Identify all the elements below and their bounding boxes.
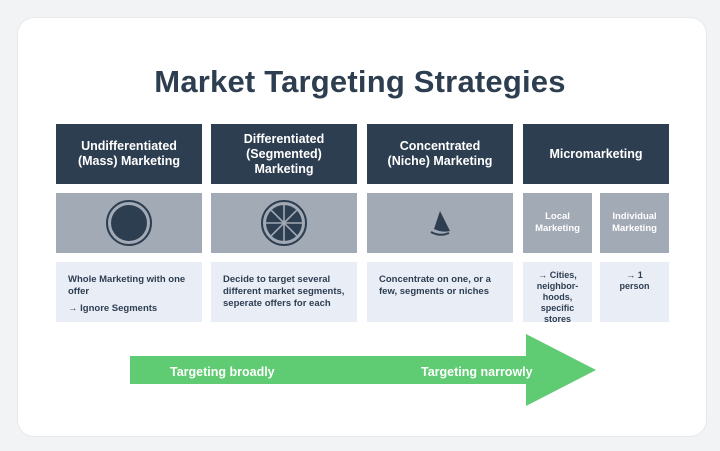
desc-undifferentiated-line-1: Whole Marketing with one offer [68,274,186,297]
header-concentrated: Concentrated (Niche) Marketing [367,124,513,184]
desc-undifferentiated: Whole Marketing with one offer → Ignore … [56,262,202,322]
desc-individual-marketing-text: → 1 person [619,270,650,291]
header-differentiated: Differentiated (Segmented) Marketing [211,124,357,184]
desc-local-marketing-text: → Cities, neighbor- hoods, specific stor… [536,270,579,324]
header-undifferentiated: Undifferentiated (Mass) Marketing [56,124,202,184]
desc-concentrated-line-1: Concentrate on one, or a few, segments o… [379,274,491,297]
targeting-arrow [130,334,596,406]
desc-local-marketing: → Cities, neighbor- hoods, specific stor… [523,262,592,324]
segmented-circle-icon [261,200,307,246]
header-micromarketing: Micromarketing [523,124,669,184]
desc-differentiated-line-1: Decide to target several different marke… [223,274,345,309]
arrow-label-broadly: Targeting broadly [170,365,275,379]
desc-differentiated: Decide to target several different marke… [211,262,357,322]
individual-marketing-label: Individual Marketing [600,193,669,253]
icon-box-differentiated [211,193,357,253]
icon-box-concentrated [367,193,513,253]
local-marketing-label: Local Marketing [523,193,592,253]
targeting-arrow-shape [130,334,596,406]
single-circle-icon [106,200,152,246]
desc-undifferentiated-line-2: → Ignore Segments [68,303,158,314]
icon-box-undifferentiated [56,193,202,253]
arrow-label-narrowly: Targeting narrowly [421,365,533,379]
desc-concentrated: Concentrate on one, or a few, segments o… [367,262,513,322]
desc-individual-marketing: → 1 person [600,262,669,322]
diagram-title: Market Targeting Strategies [154,64,566,99]
slice-icon [430,211,450,236]
